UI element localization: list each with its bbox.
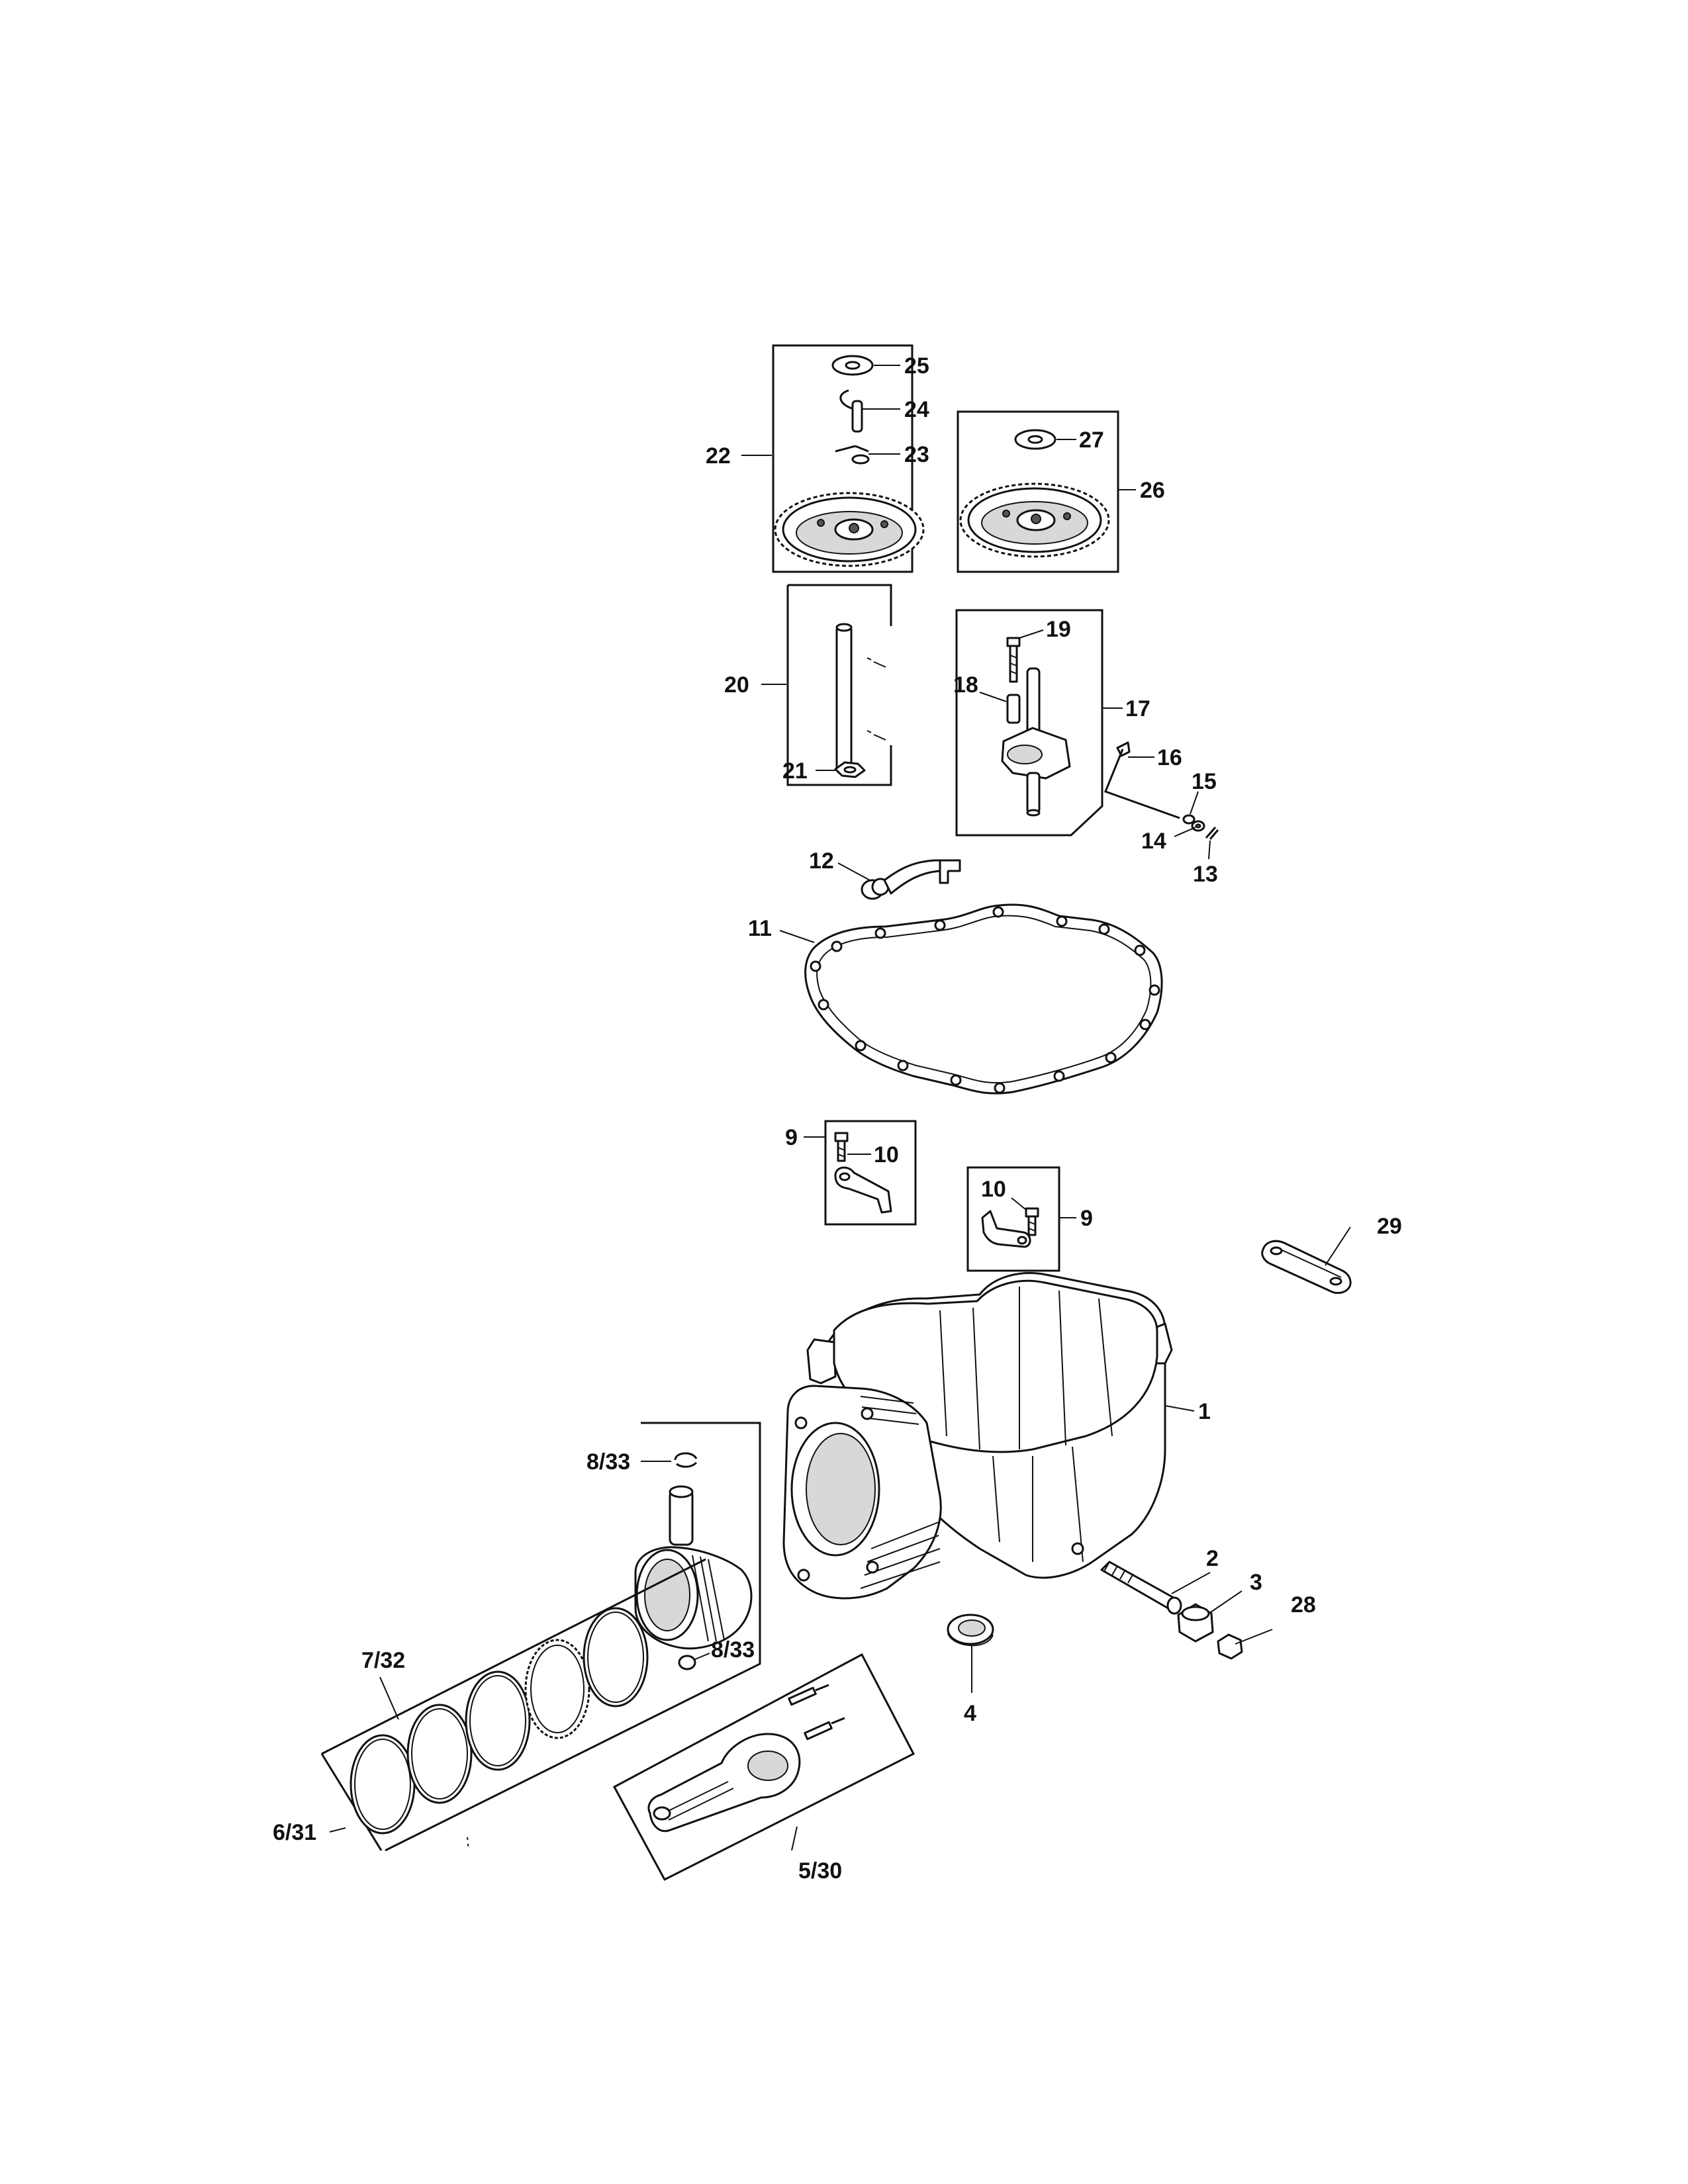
seal-4 <box>947 1614 994 1647</box>
label-7-32: 7/32 <box>361 1648 405 1673</box>
label-8-33-bottom: 8/33 <box>711 1637 755 1662</box>
label-14: 14 <box>1141 829 1166 854</box>
washer-25 <box>831 355 874 376</box>
label-23: 23 <box>904 442 929 467</box>
rod-16 <box>1104 741 1180 819</box>
sleeve-18 <box>1006 694 1021 724</box>
label-27: 27 <box>1079 428 1104 453</box>
nut-28 <box>1217 1633 1243 1660</box>
gear-22 <box>774 492 925 567</box>
group-22-box <box>772 344 914 573</box>
tube-2 <box>1100 1561 1182 1615</box>
group-9-right-box <box>966 1166 1060 1272</box>
label-3: 3 <box>1250 1570 1262 1595</box>
label-9-left: 9 <box>785 1125 798 1150</box>
clip-8-33-bottom <box>678 1655 696 1670</box>
label-1: 1 <box>1198 1399 1211 1424</box>
nut-21 <box>834 761 866 778</box>
label-12: 12 <box>809 848 834 874</box>
bolt-10-right <box>1025 1207 1039 1236</box>
piston-rings <box>350 1607 649 1835</box>
group-17-box <box>955 609 1103 837</box>
conrod-bolts <box>788 1684 845 1741</box>
label-6-31: 6/31 <box>273 1820 316 1845</box>
shaft-20 <box>835 623 886 774</box>
piston-pin <box>669 1485 694 1546</box>
piston-group-bracket <box>385 1422 761 1852</box>
label-5-30: 5/30 <box>798 1858 842 1884</box>
bracket-9-right <box>981 1210 1031 1248</box>
label-11: 11 <box>748 916 772 941</box>
washer-27 <box>1014 429 1056 450</box>
label-24: 24 <box>904 397 929 422</box>
pump-body-17 <box>1001 667 1071 817</box>
conrod-bracket <box>612 1653 915 1881</box>
gasket-11 <box>804 903 1163 1095</box>
cap-3 <box>1177 1603 1214 1643</box>
group-26-box <box>957 410 1119 573</box>
clip-8-33-top <box>674 1452 698 1468</box>
clip-23 <box>835 445 870 465</box>
label-19: 19 <box>1046 617 1071 642</box>
label-4: 4 <box>964 1701 976 1726</box>
label-21: 21 <box>782 758 808 784</box>
label-20: 20 <box>724 672 749 698</box>
gear-26 <box>959 482 1110 558</box>
label-16: 16 <box>1157 745 1182 770</box>
label-8-33-top: 8/33 <box>586 1449 630 1475</box>
label-13: 13 <box>1193 862 1218 887</box>
link-29 <box>1261 1240 1352 1295</box>
label-29: 29 <box>1377 1214 1402 1239</box>
group-20-box <box>786 584 892 786</box>
ring-set-bracket <box>320 1558 706 1851</box>
leader-lines <box>329 365 1351 1851</box>
crankcase-1 <box>782 1272 1173 1600</box>
label-22: 22 <box>706 443 731 469</box>
label-28: 28 <box>1291 1592 1316 1617</box>
piston <box>634 1546 753 1650</box>
bolt-10-left <box>834 1132 849 1162</box>
label-17: 17 <box>1125 696 1150 721</box>
tube-12 <box>861 859 961 900</box>
group-9-left-box <box>824 1120 917 1226</box>
label-18: 18 <box>953 672 978 698</box>
label-2: 2 <box>1206 1546 1219 1571</box>
washer-14 <box>1191 820 1205 832</box>
washer-15 <box>1182 814 1196 825</box>
label-10-right: 10 <box>981 1177 1006 1202</box>
pin-13 <box>1205 827 1219 840</box>
label-9-right: 9 <box>1080 1206 1093 1231</box>
label-10-left: 10 <box>874 1142 899 1167</box>
connecting-rod <box>647 1733 801 1833</box>
label-25: 25 <box>904 353 929 379</box>
bracket-9-left <box>834 1166 892 1214</box>
bolt-19 <box>1006 637 1021 683</box>
label-15: 15 <box>1192 769 1217 794</box>
pin-24 <box>839 389 863 433</box>
label-26: 26 <box>1140 478 1165 503</box>
